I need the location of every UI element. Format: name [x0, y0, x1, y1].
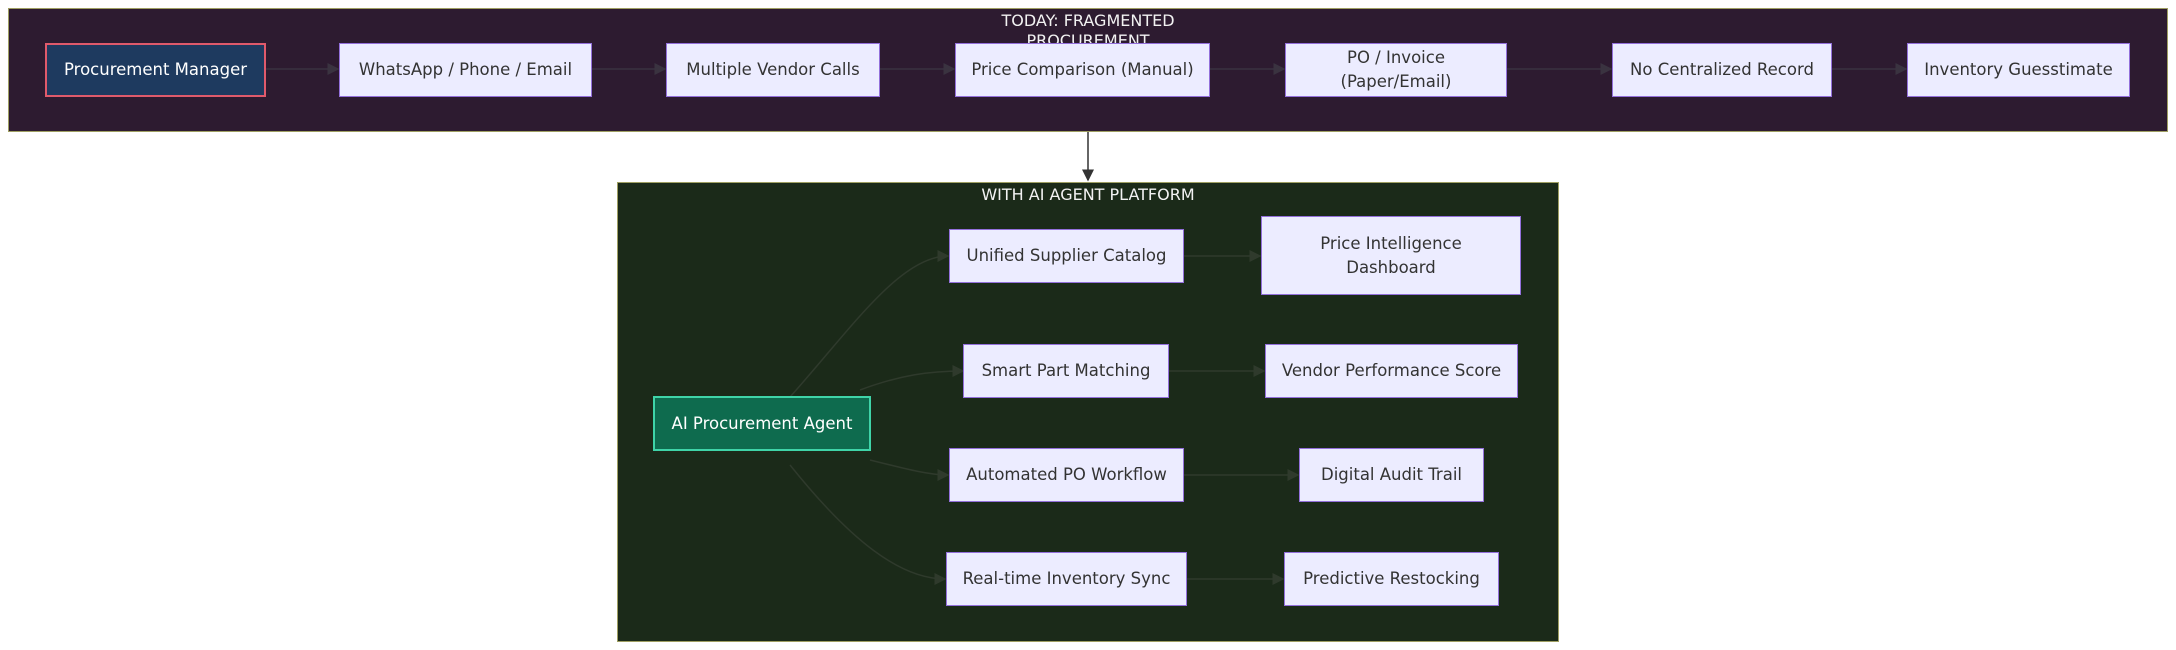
node-ai-procurement-agent[interactable]: AI Procurement Agent [653, 396, 871, 451]
node-unified-supplier-catalog[interactable]: Unified Supplier Catalog [949, 229, 1184, 283]
node-inventory-guesstimate[interactable]: Inventory Guesstimate [1907, 43, 2130, 97]
node-realtime-inventory-sync[interactable]: Real-time Inventory Sync [946, 552, 1187, 606]
edge-agent-catalog [789, 250, 950, 398]
node-whatsapp-phone-email[interactable]: WhatsApp / Phone / Email [339, 43, 592, 97]
node-price-intelligence-dashboard[interactable]: Price Intelligence Dashboard [1261, 216, 1521, 295]
edge-agent-inventory [789, 464, 947, 585]
node-digital-audit-trail[interactable]: Digital Audit Trail [1299, 448, 1484, 502]
node-predictive-restocking[interactable]: Predictive Restocking [1284, 552, 1499, 606]
node-smart-part-matching[interactable]: Smart Part Matching [963, 344, 1169, 398]
node-multiple-vendor-calls[interactable]: Multiple Vendor Calls [666, 43, 880, 97]
node-procurement-manager[interactable]: Procurement Manager [45, 43, 266, 97]
node-po-invoice[interactable]: PO / Invoice (Paper/Email) [1285, 43, 1507, 97]
edge-agent-po [869, 459, 950, 481]
node-automated-po-workflow[interactable]: Automated PO Workflow [949, 448, 1184, 502]
node-no-centralized-record[interactable]: No Centralized Record [1612, 43, 1832, 97]
node-price-comparison-manual[interactable]: Price Comparison (Manual) [955, 43, 1210, 97]
ai-cluster-title: WITH AI AGENT PLATFORM [981, 185, 1195, 204]
edge-agent-matching [859, 365, 965, 391]
node-vendor-performance-score[interactable]: Vendor Performance Score [1265, 344, 1518, 398]
